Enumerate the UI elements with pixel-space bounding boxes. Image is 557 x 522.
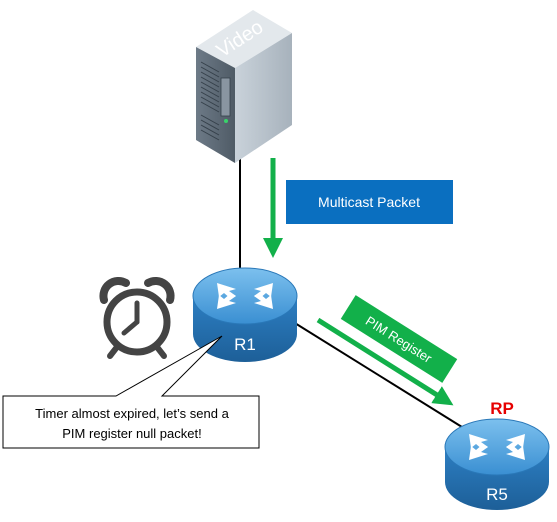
multicast-packet-label: Multicast Packet: [318, 194, 420, 210]
alarm-clock-icon: [99, 276, 175, 359]
server-drive-panel: [220, 77, 231, 117]
server-top-face: [196, 10, 292, 68]
callout-line-1: Timer almost expired, let’s send a: [35, 406, 229, 421]
router-r1: R1: [192, 267, 298, 362]
router-r1-label: R1: [234, 335, 256, 354]
alarm-hand-minute: [121, 319, 140, 336]
router-r5: R5: [444, 418, 550, 510]
router-icon: [217, 283, 273, 309]
alarm-bell-left: [99, 276, 130, 304]
video-server: Video: [196, 10, 292, 163]
router-r5-top: [444, 418, 550, 476]
multicast-packet-box: [286, 180, 453, 224]
router-r5-label: R5: [486, 485, 508, 504]
callout-shape: [2, 335, 260, 449]
router-icon: [469, 434, 525, 460]
server-power-led: [224, 119, 228, 123]
alarm-bell-right: [144, 276, 175, 304]
pim-register-arrow: [316, 317, 454, 406]
alarm-leg-right: [154, 344, 167, 359]
callout-line-2: PIM register null packet!: [62, 426, 201, 441]
timer-callout: Timer almost expired, let’s send a PIM r…: [2, 335, 260, 449]
link-r1-r5: [289, 319, 471, 433]
server-side-face: [235, 33, 292, 163]
rp-label: RP: [490, 399, 514, 418]
server-vents: [200, 61, 220, 141]
alarm-leg-left: [107, 344, 120, 359]
router-r1-top: [192, 267, 298, 325]
pim-register-bg: [340, 295, 458, 383]
